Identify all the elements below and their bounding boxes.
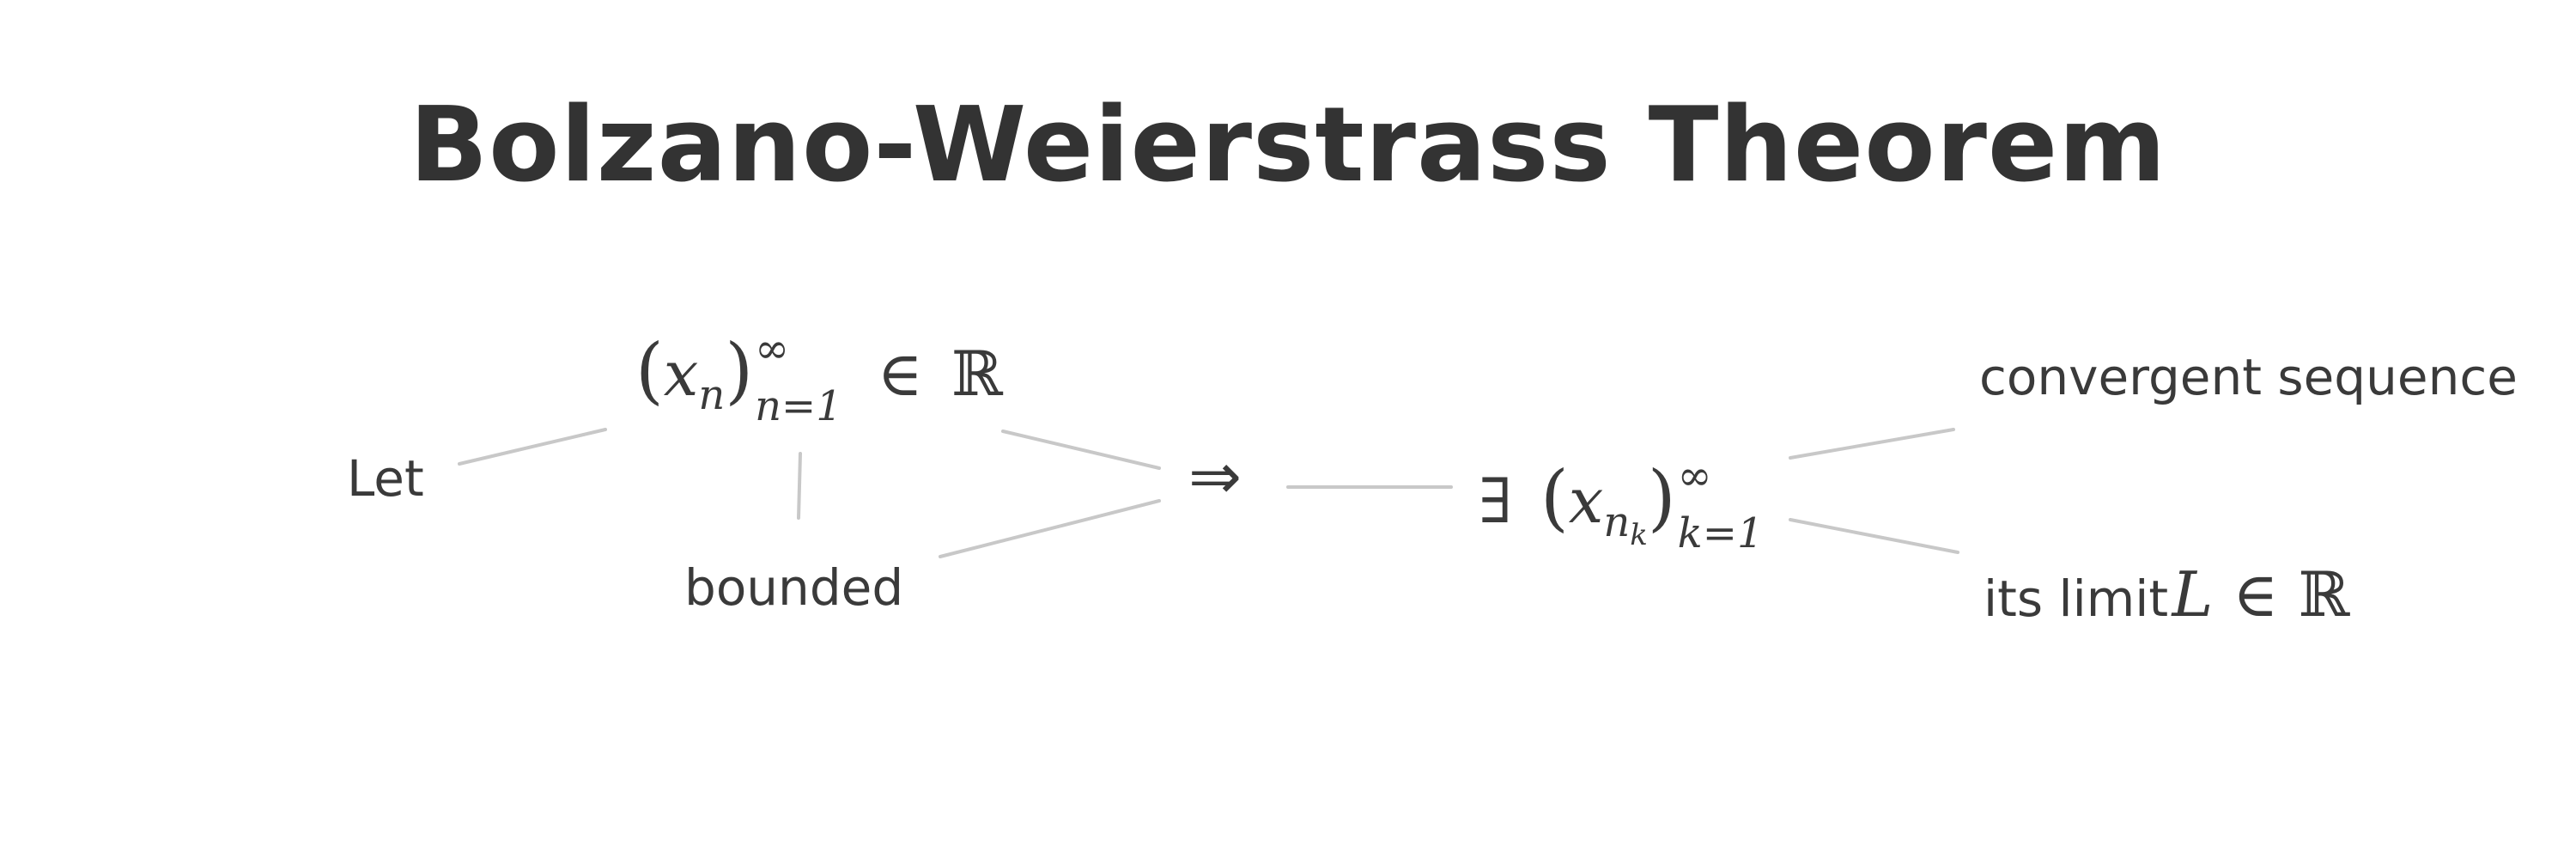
connector-subsequence-limit [1789,518,1959,554]
sequence-close-paren: ) [725,328,754,412]
connector-bounded-implies [939,499,1161,558]
limit-prefix: its limit [1984,570,2169,628]
sequence-lower-bound: n=1 [755,381,842,430]
subsequence-close-paren: ) [1647,455,1676,539]
node-bounded: bounded [684,558,904,617]
page-title: Bolzano-Weierstrass Theorem [409,86,2167,205]
node-convergent: convergent sequence [1979,348,2518,406]
node-implies: ⇒ [1188,440,1242,514]
node-let: Let [347,449,424,508]
subsequence-bounds: ∞ k=1 [1677,452,1764,557]
subsequence-index-n: n [1603,498,1631,546]
sequence-open-paren: ( [635,328,664,412]
node-subsequence: ∃ (xnk)∞ k=1 [1479,455,1764,555]
subsequence-index-k: k [1630,518,1648,552]
limit-real-set: ℝ [2298,558,2350,631]
subsequence-variable: x [1568,465,1604,537]
connector-sequence-bounded [797,452,802,520]
sequence-variable: x [663,338,699,410]
connector-subsequence-convergent [1789,428,1955,460]
sequence-upper-bound: ∞ [755,325,790,373]
limit-member-symbol: ∈ [2233,558,2279,631]
limit-expression: L ∈ ℝ [2172,558,2350,631]
sequence-real-set: ℝ [951,338,1003,410]
subsequence-upper-bound: ∞ [1677,452,1712,500]
limit-variable: L [2172,558,2214,631]
subsequence-lower-bound: k=1 [1677,509,1764,557]
connector-let-sequence [458,428,607,466]
subsequence-open-paren: ( [1540,455,1569,539]
sequence-bounds: ∞ n=1 [755,325,842,430]
connector-sequence-implies [1001,430,1161,470]
node-limit: its limit L ∈ ℝ [1984,558,2349,631]
exists-symbol: ∃ [1479,465,1513,537]
sequence-index: n [698,371,726,419]
subsequence-index: nk [1603,498,1648,552]
node-sequence: (xn)∞ n=1 ∈ ℝ [635,328,1003,428]
sequence-member-symbol: ∈ [877,338,923,410]
